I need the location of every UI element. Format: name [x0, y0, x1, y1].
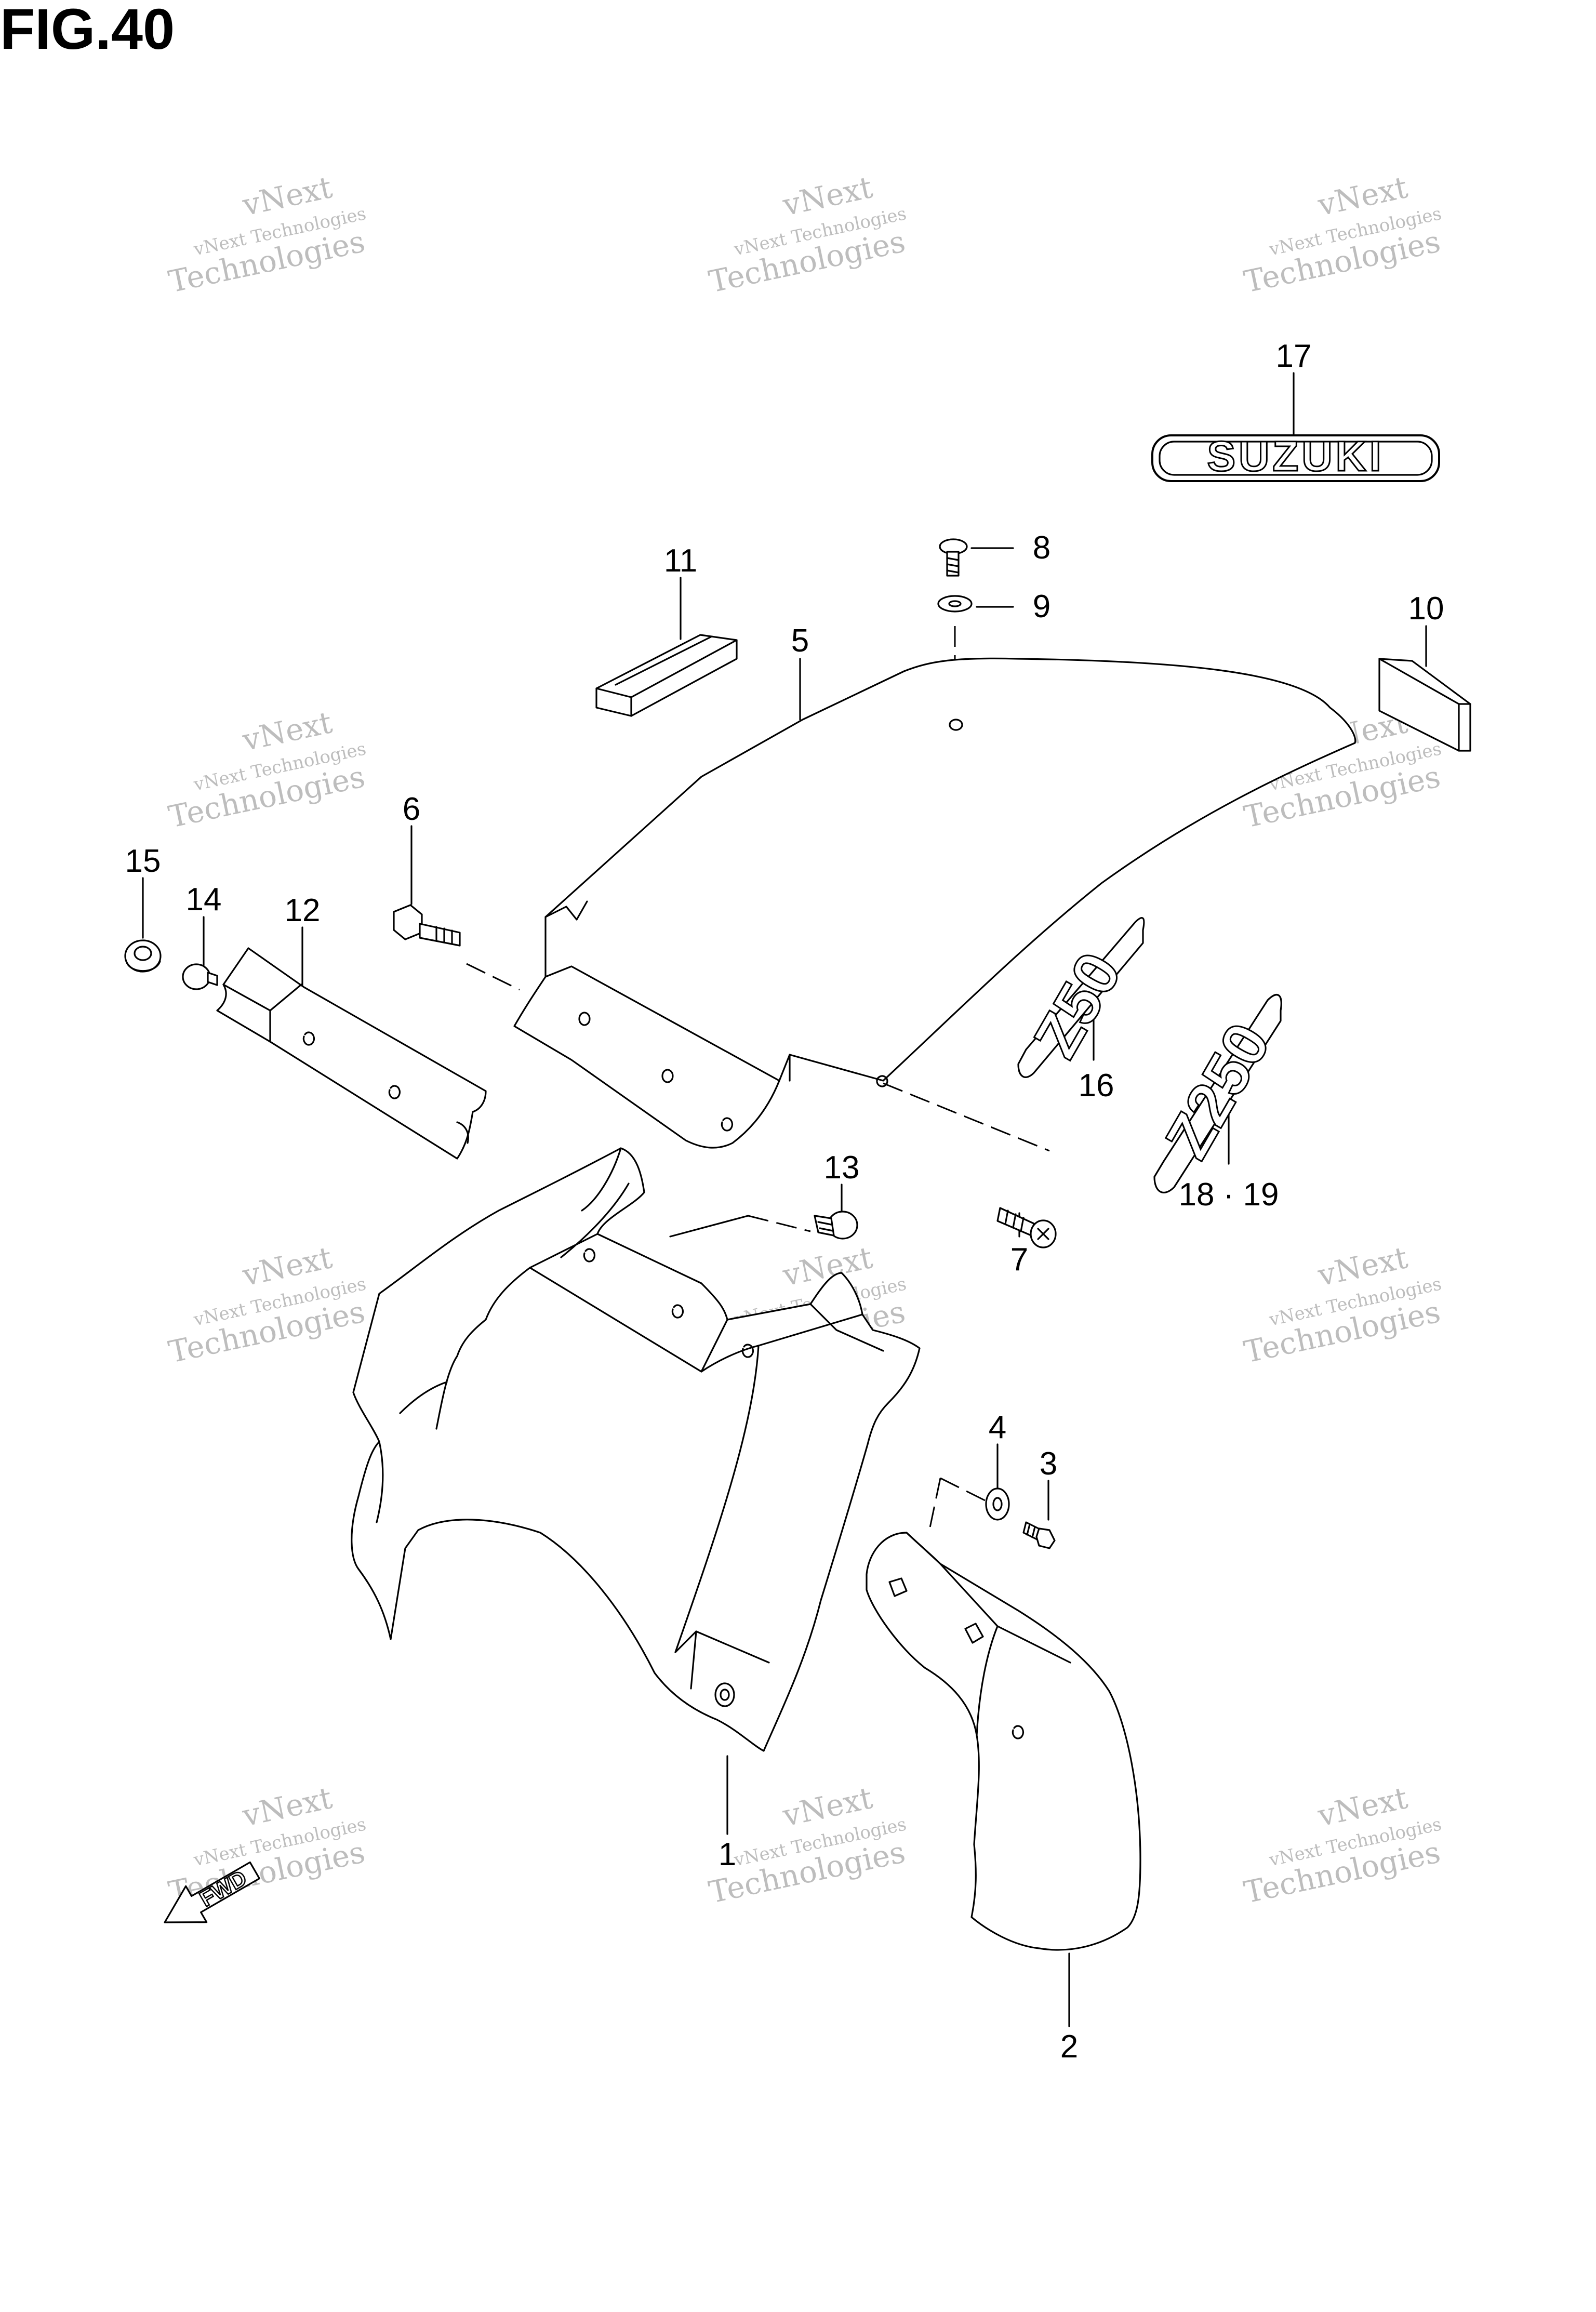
watermark: vNext vNext Technologies Technologies [1241, 169, 1444, 299]
callout-4: 4 [989, 1410, 1006, 1445]
callout-18-19: 18 · 19 [1178, 1177, 1279, 1213]
bolt-6 [393, 904, 461, 947]
callout-16: 16 [1079, 1068, 1114, 1104]
callout-10: 10 [1408, 591, 1444, 627]
screw-7 [996, 1207, 1057, 1248]
callout-8: 8 [1033, 530, 1050, 566]
callout-3: 3 [1040, 1446, 1057, 1482]
callout-labels: 17 11 8 9 10 5 6 15 14 12 16 18 · 19 13 … [125, 338, 1444, 2065]
watermark: vNext vNext Technologies Technologies [166, 169, 368, 299]
bolt-3 [1022, 1521, 1056, 1549]
watermark: vNext vNext Technologies Technologies [1241, 1240, 1444, 1370]
z250-emblem: Z250 [1151, 994, 1284, 1193]
washer-9 [937, 595, 973, 613]
watermark: vNext vNext Technologies Technologies [1241, 1780, 1444, 1910]
nut-15 [124, 939, 162, 973]
inner-fender-1 [351, 1147, 921, 1752]
figure-title: FIG.40 [0, 0, 175, 61]
z50-emblem: Z50 [1017, 916, 1145, 1078]
callout-5: 5 [791, 623, 809, 659]
fender-cover-5 [513, 657, 1356, 1149]
callout-7: 7 [1010, 1242, 1028, 1278]
callout-15: 15 [125, 843, 161, 879]
callout-12: 12 [285, 893, 321, 928]
callout-14: 14 [186, 882, 222, 918]
clip-13 [814, 1211, 858, 1240]
callout-9: 9 [1033, 589, 1050, 624]
watermark: vNext vNext Technologies Technologies [706, 169, 909, 299]
suzuki-logo-text: SUZUKI [1207, 433, 1384, 480]
watermark: vNext vNext Technologies Technologies [166, 1240, 368, 1370]
watermark: vNext vNext Technologies Technologies [166, 705, 368, 834]
screw-8 [939, 538, 968, 577]
pad-10 [1378, 658, 1471, 752]
plate-12 [216, 947, 487, 1160]
z250-logo-text: Z250 [1152, 1012, 1284, 1170]
callout-2: 2 [1060, 2029, 1078, 2065]
callout-1: 1 [719, 1837, 736, 1872]
pad-11 [595, 634, 738, 717]
leader-lines [142, 372, 1427, 2027]
callout-6: 6 [403, 791, 420, 827]
cap-nut-14 [182, 963, 218, 990]
washer-4 [985, 1487, 1010, 1521]
callout-11: 11 [664, 543, 697, 579]
callout-17: 17 [1276, 338, 1312, 374]
mud-guard-2 [866, 1532, 1141, 1951]
callout-13: 13 [824, 1150, 860, 1186]
suzuki-emblem: SUZUKI [1151, 432, 1440, 482]
